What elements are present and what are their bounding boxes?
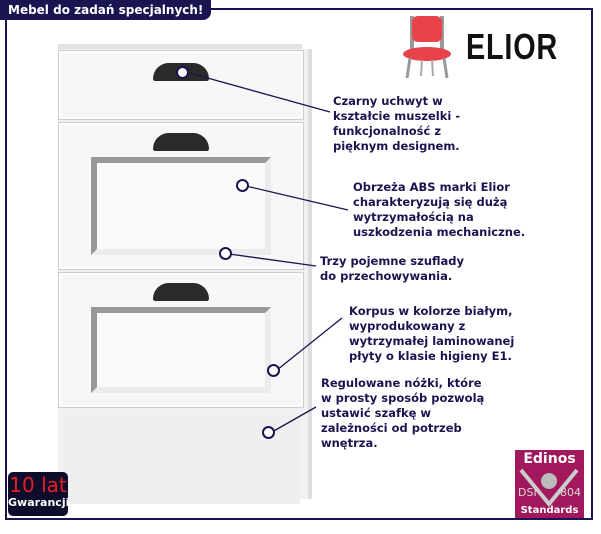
drawer-top [58,50,304,120]
handle-icon [153,133,209,151]
handle-icon [153,283,209,301]
cert-label: Standards [520,505,579,516]
callout-dot [236,179,249,192]
annotation-drawers: Trzy pojemne szuflady do przechowywania. [320,254,465,283]
promo-tag: Mebel do zadań specjalnych! [0,0,212,20]
cert-v-icon [519,468,579,508]
annotation-legs: Regulowane nóżki, które w prosty sposób … [321,376,485,450]
warranty-years: 10 lat [9,473,67,497]
brand-name: ELIOR [466,26,559,67]
annotation-body: Korpus w kolorze białym, wyprodukowany z… [349,304,515,363]
cert-left: DSI [518,486,537,499]
warranty-badge: 10 lat Gwarancji [8,472,70,516]
callout-dot [219,247,232,260]
drawer-middle [58,122,304,270]
chair-icon [403,16,451,79]
frame [5,8,593,520]
annotation-edges: Obrzeża ABS marki Elior charakteryzują s… [353,180,526,239]
callout-dot [176,66,189,79]
drawer-bottom [58,272,304,408]
elior-logo: ELIOR [398,14,558,80]
callout-dot [267,364,280,377]
cert-right: 804 [560,486,581,499]
cert-brand: Edinos [523,451,576,467]
callout-dot [262,426,275,439]
certificate-badge: Edinos DSI 804 Standards [515,450,584,518]
warranty-label: Gwarancji [8,496,70,509]
annotation-handle: Czarny uchwyt w kształcie muszelki - fun… [333,94,461,153]
